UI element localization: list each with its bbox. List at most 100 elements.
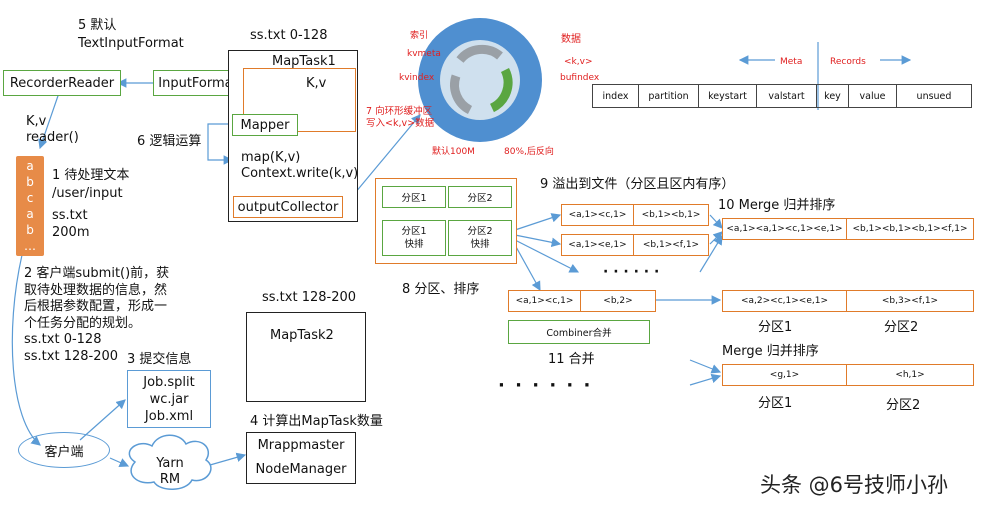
merge2-label: Merge 归并排序 bbox=[722, 344, 819, 359]
meta-cell: valstart bbox=[757, 85, 817, 107]
file-char: … bbox=[24, 239, 36, 253]
step2-line: 后根据参数配置，形成一 bbox=[24, 299, 168, 314]
step8-label: 8 分区、排序 bbox=[402, 282, 480, 297]
ring-kv: <k,v> bbox=[564, 57, 593, 67]
maptask1-title: MapTask1 bbox=[272, 54, 336, 69]
partition2-box: 分区2 bbox=[448, 186, 512, 208]
final-cell: <h,1> bbox=[895, 370, 925, 380]
client-node: 客户端 bbox=[18, 432, 110, 468]
records-label: Records bbox=[830, 57, 866, 67]
step6-label: 6 逻辑运算 bbox=[137, 134, 202, 149]
final-partition1: 分区1 bbox=[758, 396, 793, 411]
step2-line: 2 客户端submit()前，获 bbox=[24, 266, 170, 281]
step1-file: ss.txt bbox=[52, 208, 88, 223]
step3-label: 3 提交信息 bbox=[127, 352, 192, 367]
merged-file: <a,1><a,1><c,1><e,1> <b,1><b,1><b,1><f,1… bbox=[722, 218, 974, 240]
nodemanager-label: NodeManager bbox=[255, 462, 347, 477]
meta-table: index partition keystart valstart key va… bbox=[592, 84, 972, 108]
mrappmaster-box: Mrappmaster NodeManager bbox=[246, 432, 356, 484]
watermark: 头条 @6号技师小孙 bbox=[760, 473, 949, 497]
step1-path: /user/input bbox=[52, 186, 123, 201]
meta-cell: key bbox=[817, 85, 849, 107]
combiner-input: <a,1><c,1> <b,2> bbox=[508, 290, 656, 312]
meta-cell: unsued bbox=[916, 90, 952, 102]
spill-cell: <b,1><b,1> bbox=[641, 210, 701, 220]
step5-format: TextInputFormat bbox=[78, 36, 184, 51]
partition2-sort-box: 分区2 快排 bbox=[448, 220, 512, 256]
job-jar: wc.jar bbox=[149, 392, 189, 407]
maptask1-header: ss.txt 0-128 bbox=[250, 28, 328, 43]
ring-kvindex: kvindex bbox=[399, 73, 435, 83]
file-char: a bbox=[26, 159, 34, 173]
yarn-text: Yarn bbox=[156, 456, 184, 471]
quicksort-label: 快排 bbox=[404, 239, 424, 250]
merged-cell: <b,1><b,1><b,1><f,1> bbox=[852, 224, 968, 234]
yarn-cloud-icon bbox=[128, 434, 212, 490]
step4-label: 4 计算出MapTask数量 bbox=[250, 414, 383, 429]
meta-cell: partition bbox=[639, 85, 699, 107]
meta-label: Meta bbox=[780, 57, 803, 67]
spill-ellipsis: · · · · · · bbox=[603, 264, 660, 280]
file-char: c bbox=[26, 191, 34, 205]
recorder-reader-label: RecorderReader bbox=[9, 75, 115, 91]
partition2-sort-label: 分区2 bbox=[467, 226, 493, 237]
step9-label: 9 溢出到文件（分区且区内有序） bbox=[540, 177, 735, 192]
step2-line: 个任务分配的规划。 bbox=[24, 315, 142, 331]
job-split: Job.split bbox=[143, 375, 195, 390]
map-call: map(K,v) bbox=[241, 150, 301, 165]
step2-line: ss.txt 128-200 bbox=[24, 348, 119, 364]
ring-bufindex: bufindex bbox=[560, 73, 600, 83]
arrow-reader-file bbox=[38, 89, 61, 150]
combined-output: <a,2><c,1><e,1> <b,3><f,1> bbox=[722, 290, 974, 312]
file-char: b bbox=[26, 175, 34, 189]
step7-line: 写入<k,v>数据 bbox=[366, 118, 435, 129]
combiner-cell: <b,2> bbox=[603, 296, 633, 306]
spill-cell: <b,1><f,1> bbox=[642, 240, 700, 250]
left-kv: K,v bbox=[26, 114, 47, 129]
output-collector-label: outputCollector bbox=[237, 199, 339, 215]
meta-cell: index bbox=[593, 85, 639, 107]
spill-cell: <a,1><c,1> bbox=[562, 205, 634, 225]
step1-size: 200m bbox=[52, 225, 90, 240]
ring-data-label: 数据 bbox=[561, 34, 581, 45]
step10-label: 10 Merge 归并排序 bbox=[718, 198, 836, 213]
file-char: b bbox=[26, 223, 34, 237]
yarn-label: Yarn RM bbox=[150, 456, 190, 488]
step5-label: 5 默认 bbox=[78, 18, 117, 33]
final-cell: <g,1> bbox=[723, 365, 847, 385]
maptask1-kv: K,v bbox=[306, 76, 327, 91]
spill-cell: <a,1><e,1> bbox=[562, 235, 634, 255]
final-output: <g,1> <h,1> bbox=[722, 364, 974, 386]
maptask2-header: ss.txt 128-200 bbox=[262, 290, 357, 305]
mrappmaster-label: Mrappmaster bbox=[257, 438, 345, 453]
partition2-label: 分区2 bbox=[467, 193, 493, 204]
final-ellipsis: · · · · · · bbox=[498, 375, 593, 396]
combiner-cell: <a,1><c,1> bbox=[509, 291, 581, 311]
context-write: Context.write(k,v) bbox=[241, 166, 359, 181]
ring-threshold: 80%,后反向 bbox=[504, 147, 554, 157]
step7-line: 7 向环形缓冲区 bbox=[366, 106, 433, 117]
ring-kvmeta: kvmeta bbox=[407, 49, 441, 59]
combiner-label: Combiner合并 bbox=[546, 328, 612, 339]
step2-line: 取待处理数据的信息，然 bbox=[24, 282, 168, 298]
partition1-sort-label: 分区1 bbox=[401, 226, 427, 237]
output-collector-box: outputCollector bbox=[233, 196, 343, 218]
job-files-box: Job.split wc.jar Job.xml bbox=[127, 370, 211, 428]
file-char: a bbox=[26, 207, 34, 221]
quicksort-label: 快排 bbox=[470, 239, 490, 250]
step2-text: 2 客户端submit()前，获 取待处理数据的信息，然 后根据参数配置，形成一… bbox=[24, 266, 169, 365]
step1-label: 1 待处理文本 bbox=[52, 168, 130, 183]
spill-file-1: <a,1><c,1> <b,1><b,1> bbox=[561, 204, 709, 226]
partition1-label: 分区1 bbox=[401, 193, 427, 204]
ring-default-size: 默认100M bbox=[432, 147, 475, 157]
partition1-box: 分区1 bbox=[382, 186, 446, 208]
meta-cell: value bbox=[849, 85, 897, 107]
mapper-box: Mapper bbox=[232, 114, 298, 136]
combined-cell: <a,2><c,1><e,1> bbox=[723, 291, 847, 311]
job-xml: Job.xml bbox=[144, 409, 194, 424]
step2-line: ss.txt 0-128 bbox=[24, 332, 102, 347]
merged-cell: <a,1><a,1><c,1><e,1> bbox=[723, 219, 847, 239]
combined-cell: <b,3><f,1> bbox=[881, 296, 939, 306]
